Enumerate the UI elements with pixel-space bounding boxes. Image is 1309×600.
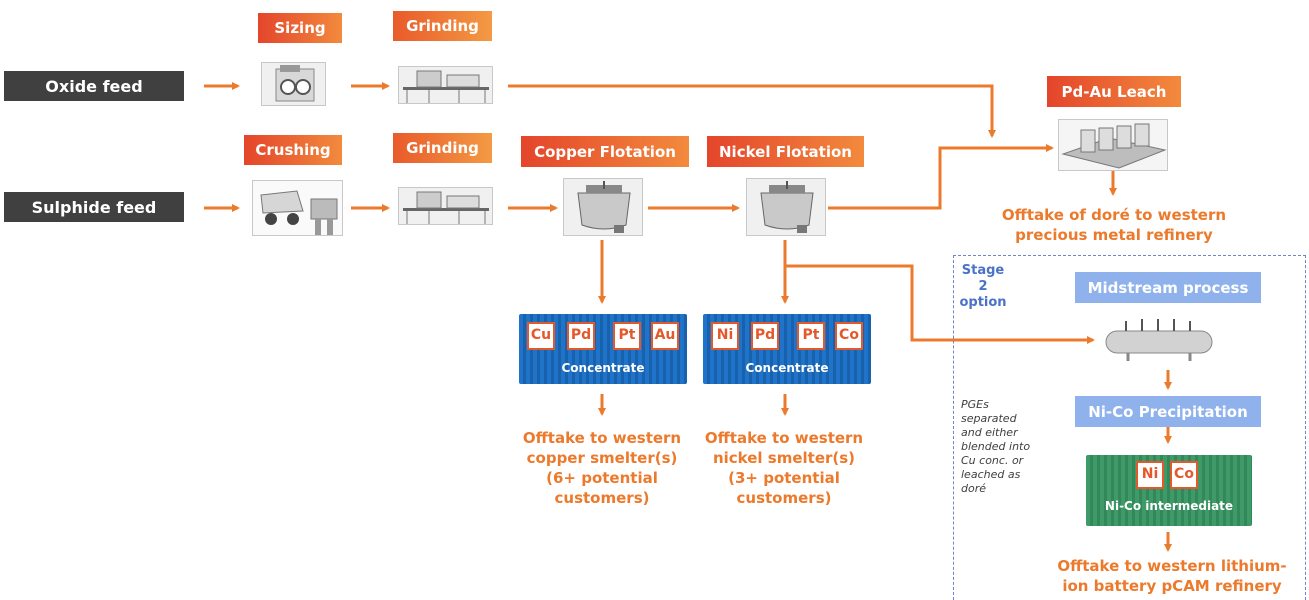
element-tile-pd: Pd — [567, 322, 595, 350]
haul-truck-crusher-icon — [252, 180, 343, 236]
offtake-dore-line2: precious metal refinery — [1015, 226, 1213, 244]
grinding-mill-oxide-icon — [398, 66, 493, 104]
stage-2-label-line2: option — [959, 295, 1007, 310]
offtake-lithium-line1: Offtake to western lithium- — [1057, 557, 1287, 575]
oxide-feed-label: Oxide feed — [4, 71, 184, 101]
arrow-oxide-grinding-to-leach — [508, 84, 996, 138]
stage-2-option-box — [953, 255, 1306, 600]
copper-concentrate-container: Cu Pd Pt Au Concentrate — [519, 314, 687, 384]
ni-co-intermediate-label: Ni-Co intermediate — [1104, 499, 1234, 513]
sizing-equipment-icon — [261, 62, 326, 106]
copper-flotation-cell-icon — [563, 178, 643, 236]
midstream-vessel-icon — [1098, 313, 1220, 363]
element-tile-co: Co — [1170, 461, 1198, 489]
copper-concentrate-label: Concentrate — [561, 361, 645, 375]
offtake-copper-line4: customers) — [554, 489, 650, 507]
pges-note-line3: and either — [961, 426, 1018, 439]
arrow-ni-to-midstream — [785, 264, 1095, 344]
offtake-copper: Offtake to western copper smelter(s) (6+… — [510, 428, 694, 508]
copper-flotation-step: Copper Flotation — [521, 136, 689, 167]
grinding-mill-sulphide-icon — [398, 187, 493, 225]
sizing-step: Sizing — [258, 13, 342, 43]
pges-note-line6: leached as — [961, 468, 1021, 481]
arrow-ni-flotation-to-leach — [828, 144, 1054, 210]
pges-note-line4: blended into — [961, 440, 1031, 453]
stage-2-label: Stage 2 option — [956, 263, 1010, 311]
element-tile-ni: Ni — [711, 322, 739, 350]
grinding-oxide-step: Grinding — [393, 11, 492, 41]
nickel-concentrate-container: Ni Pd Pt Co Concentrate — [703, 314, 871, 384]
stage-2-label-line1: Stage 2 — [961, 263, 1005, 294]
nickel-flotation-step: Nickel Flotation — [707, 136, 864, 167]
pges-note-line2: separated — [961, 412, 1017, 425]
element-tile-pd: Pd — [751, 322, 779, 350]
offtake-dore: Offtake of doré to western precious meta… — [983, 205, 1245, 245]
ni-co-precipitation-step: Ni-Co Precipitation — [1075, 396, 1261, 427]
offtake-copper-line2: copper smelter(s) — [526, 449, 678, 467]
element-tile-pt: Pt — [613, 322, 641, 350]
offtake-lithium: Offtake to western lithium- ion battery … — [1040, 556, 1304, 596]
crushing-step: Crushing — [244, 135, 342, 165]
grinding-sulphide-step: Grinding — [393, 133, 492, 163]
offtake-dore-line1: Offtake of doré to western — [1001, 206, 1227, 224]
offtake-lithium-line2: ion battery pCAM refinery — [1062, 577, 1282, 595]
element-tile-cu: Cu — [527, 322, 555, 350]
pges-note-line1: PGEs — [961, 398, 989, 411]
pd-au-leach-step: Pd-Au Leach — [1047, 76, 1181, 107]
sulphide-feed-label: Sulphide feed — [4, 192, 184, 222]
element-tile-pt: Pt — [797, 322, 825, 350]
nickel-flotation-cell-icon — [746, 178, 826, 236]
pges-note-line7: doré — [961, 482, 987, 495]
offtake-copper-line1: Offtake to western — [522, 429, 682, 447]
midstream-process-step: Midstream process — [1075, 272, 1261, 303]
offtake-nickel-line1: Offtake to western — [704, 429, 864, 447]
nickel-concentrate-label: Concentrate — [745, 361, 829, 375]
element-tile-co: Co — [835, 322, 863, 350]
offtake-copper-line3: (6+ potential — [546, 469, 658, 487]
offtake-nickel: Offtake to western nickel smelter(s) (3+… — [692, 428, 876, 508]
ni-co-intermediate-container: Ni Co Ni-Co intermediate — [1086, 455, 1252, 526]
offtake-nickel-line3: (3+ potential — [728, 469, 840, 487]
offtake-nickel-line2: nickel smelter(s) — [712, 449, 856, 467]
pges-note-line5: Cu conc. or — [961, 454, 1024, 467]
element-tile-ni: Ni — [1136, 461, 1164, 489]
element-tile-au: Au — [651, 322, 679, 350]
pges-note: PGEs separated and either blended into C… — [961, 398, 1043, 496]
leach-tanks-icon — [1058, 119, 1168, 171]
offtake-nickel-line4: customers) — [736, 489, 832, 507]
